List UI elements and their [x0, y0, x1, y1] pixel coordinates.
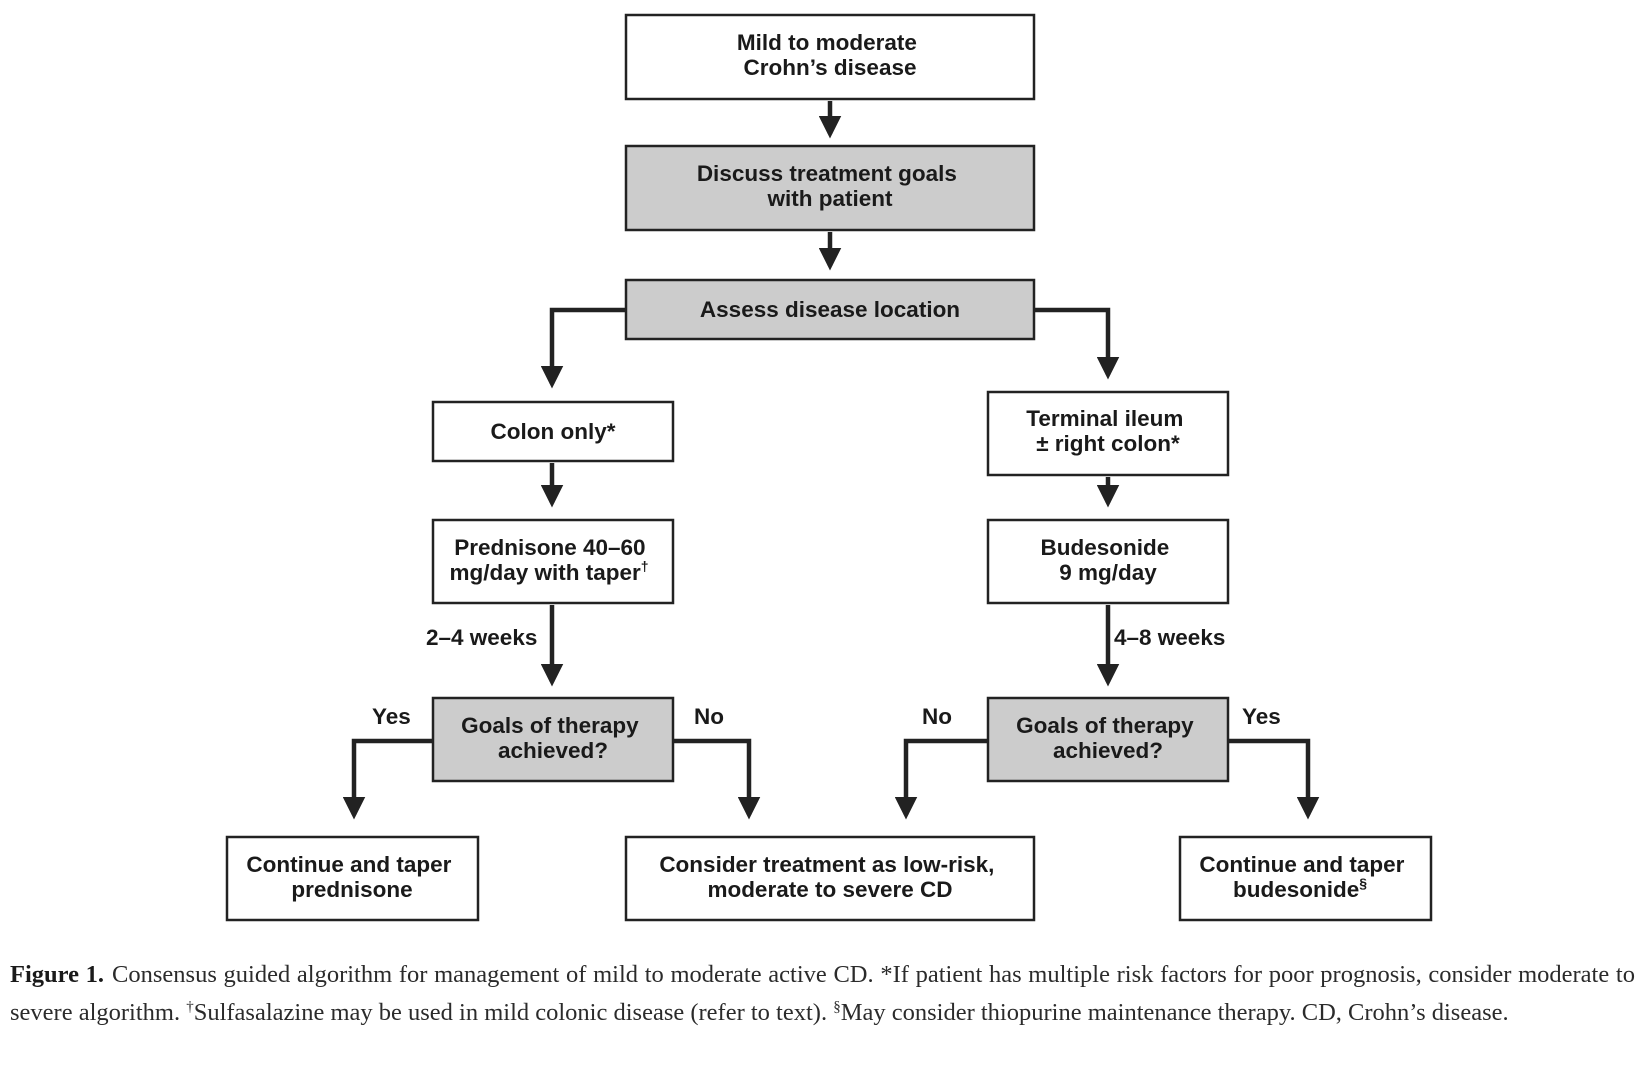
- ileum-node-label: Terminal ileum ± right colon*: [1026, 406, 1189, 456]
- assess-node-label: Assess disease location: [700, 297, 960, 322]
- taper-budesonide-node-line-2: budesonide: [1233, 877, 1359, 902]
- budesonide-node-line-1: Budesonide: [1040, 535, 1169, 560]
- edge-goals-left-yes: [342, 738, 433, 820]
- taper-prednisone-node-line-2: prednisone: [291, 877, 412, 902]
- assess-node-box: [624, 278, 1036, 341]
- goals-right-node-line-1: Goals of therapy: [1016, 713, 1194, 738]
- goals-left-node-line-2: achieved?: [498, 738, 608, 763]
- caption-text-1: Consensus guided algorithm for managemen…: [10, 961, 1635, 1026]
- start-node-line-1: Mild to moderate: [737, 30, 917, 55]
- yes-right-label: Yes: [1242, 704, 1281, 729]
- goals-left-node-box: [431, 696, 675, 783]
- assess-node-line-1: Assess disease location: [700, 297, 960, 322]
- start-node-label: Mild to moderate Crohn’s disease: [737, 30, 923, 80]
- no-left-label: No: [694, 704, 724, 729]
- budesonide-node-box: [986, 518, 1230, 605]
- edge-assess-to-colon: [540, 307, 626, 389]
- yes-left-label: Yes: [372, 704, 411, 729]
- edge-goals-right-no: [894, 738, 988, 820]
- figure-label: Figure 1.: [10, 961, 105, 988]
- consider-node-box: [624, 835, 1036, 922]
- discuss-node-label: Discuss treatment goals with patient: [697, 161, 963, 211]
- edge-goals-left-no: [674, 738, 761, 820]
- taper-prednisone-node-label: Continue and taper prednisone: [246, 852, 457, 902]
- caption-text-3: May consider thiopurine maintenance ther…: [840, 999, 1509, 1026]
- colon-node-label: Colon only*: [491, 419, 616, 444]
- budesonide-node-label: Budesonide 9 mg/day: [1040, 535, 1175, 585]
- discuss-node-line-1: Discuss treatment goals: [697, 161, 957, 186]
- taper-prednisone-node-line-1: Continue and taper: [246, 852, 451, 877]
- weeks-right-label: 4–8 weeks: [1114, 625, 1225, 650]
- node-labels: Mild to moderate Crohn’s disease Discuss…: [246, 30, 1410, 902]
- consider-node-line-2: moderate to severe CD: [707, 877, 952, 902]
- figure-caption: Figure 1.Consensus guided algorithm for …: [10, 956, 1635, 1032]
- taper-budesonide-node-box: [1178, 835, 1433, 922]
- edge-goals-right-yes: [1228, 738, 1320, 820]
- caption-text-2: Sulfasalazine may be used in mild coloni…: [193, 999, 834, 1026]
- prednisone-footnote-mark: †: [641, 558, 649, 574]
- edge-assess-to-ileum: [1034, 307, 1120, 380]
- discuss-node-box: [624, 144, 1036, 232]
- budesonide-footnote-mark: §: [1359, 875, 1367, 891]
- caption-section-mark: §: [833, 999, 841, 1015]
- discuss-node-line-2: with patient: [767, 186, 893, 211]
- prednisone-node-line-1: Prednisone 40–60: [454, 535, 645, 560]
- goals-right-node-box: [986, 696, 1230, 783]
- caption-dagger: †: [186, 999, 194, 1015]
- connectors: [342, 101, 1320, 820]
- no-right-label: No: [922, 704, 952, 729]
- consider-node-label: Consider treatment as low-risk, moderate…: [659, 852, 1000, 902]
- colon-node-box: [431, 400, 675, 463]
- prednisone-node-label: Prednisone 40–60 mg/day with taper†: [449, 535, 651, 585]
- ileum-node-line-2: ± right colon*: [1036, 431, 1180, 456]
- start-node-box: [624, 13, 1036, 101]
- taper-budesonide-node-line-1: Continue and taper: [1199, 852, 1404, 877]
- prednisone-node-box: [431, 518, 675, 605]
- ileum-node-box: [986, 390, 1230, 477]
- flowchart-diagram: Mild to moderate Crohn’s disease Discuss…: [225, 13, 1433, 922]
- goals-right-node-label: Goals of therapy achieved?: [1016, 713, 1200, 763]
- goals-left-node-line-1: Goals of therapy: [461, 713, 639, 738]
- boxes: [225, 13, 1433, 922]
- taper-budesonide-node-label: Continue and taper budesonide§: [1199, 852, 1410, 902]
- edge-labels: 2–4 weeks 4–8 weeks Yes No No Yes: [372, 625, 1281, 729]
- ileum-node-line-1: Terminal ileum: [1026, 406, 1183, 431]
- budesonide-node-line-2: 9 mg/day: [1059, 560, 1157, 585]
- taper-prednisone-node-box: [225, 835, 480, 922]
- start-node-line-2: Crohn’s disease: [744, 55, 917, 80]
- goals-left-node-label: Goals of therapy achieved?: [461, 713, 645, 763]
- colon-node-line-1: Colon only*: [491, 419, 616, 444]
- prednisone-node-line-2: mg/day with taper: [449, 560, 641, 585]
- weeks-left-label: 2–4 weeks: [426, 625, 537, 650]
- goals-right-node-line-2: achieved?: [1053, 738, 1163, 763]
- consider-node-line-1: Consider treatment as low-risk,: [659, 852, 994, 877]
